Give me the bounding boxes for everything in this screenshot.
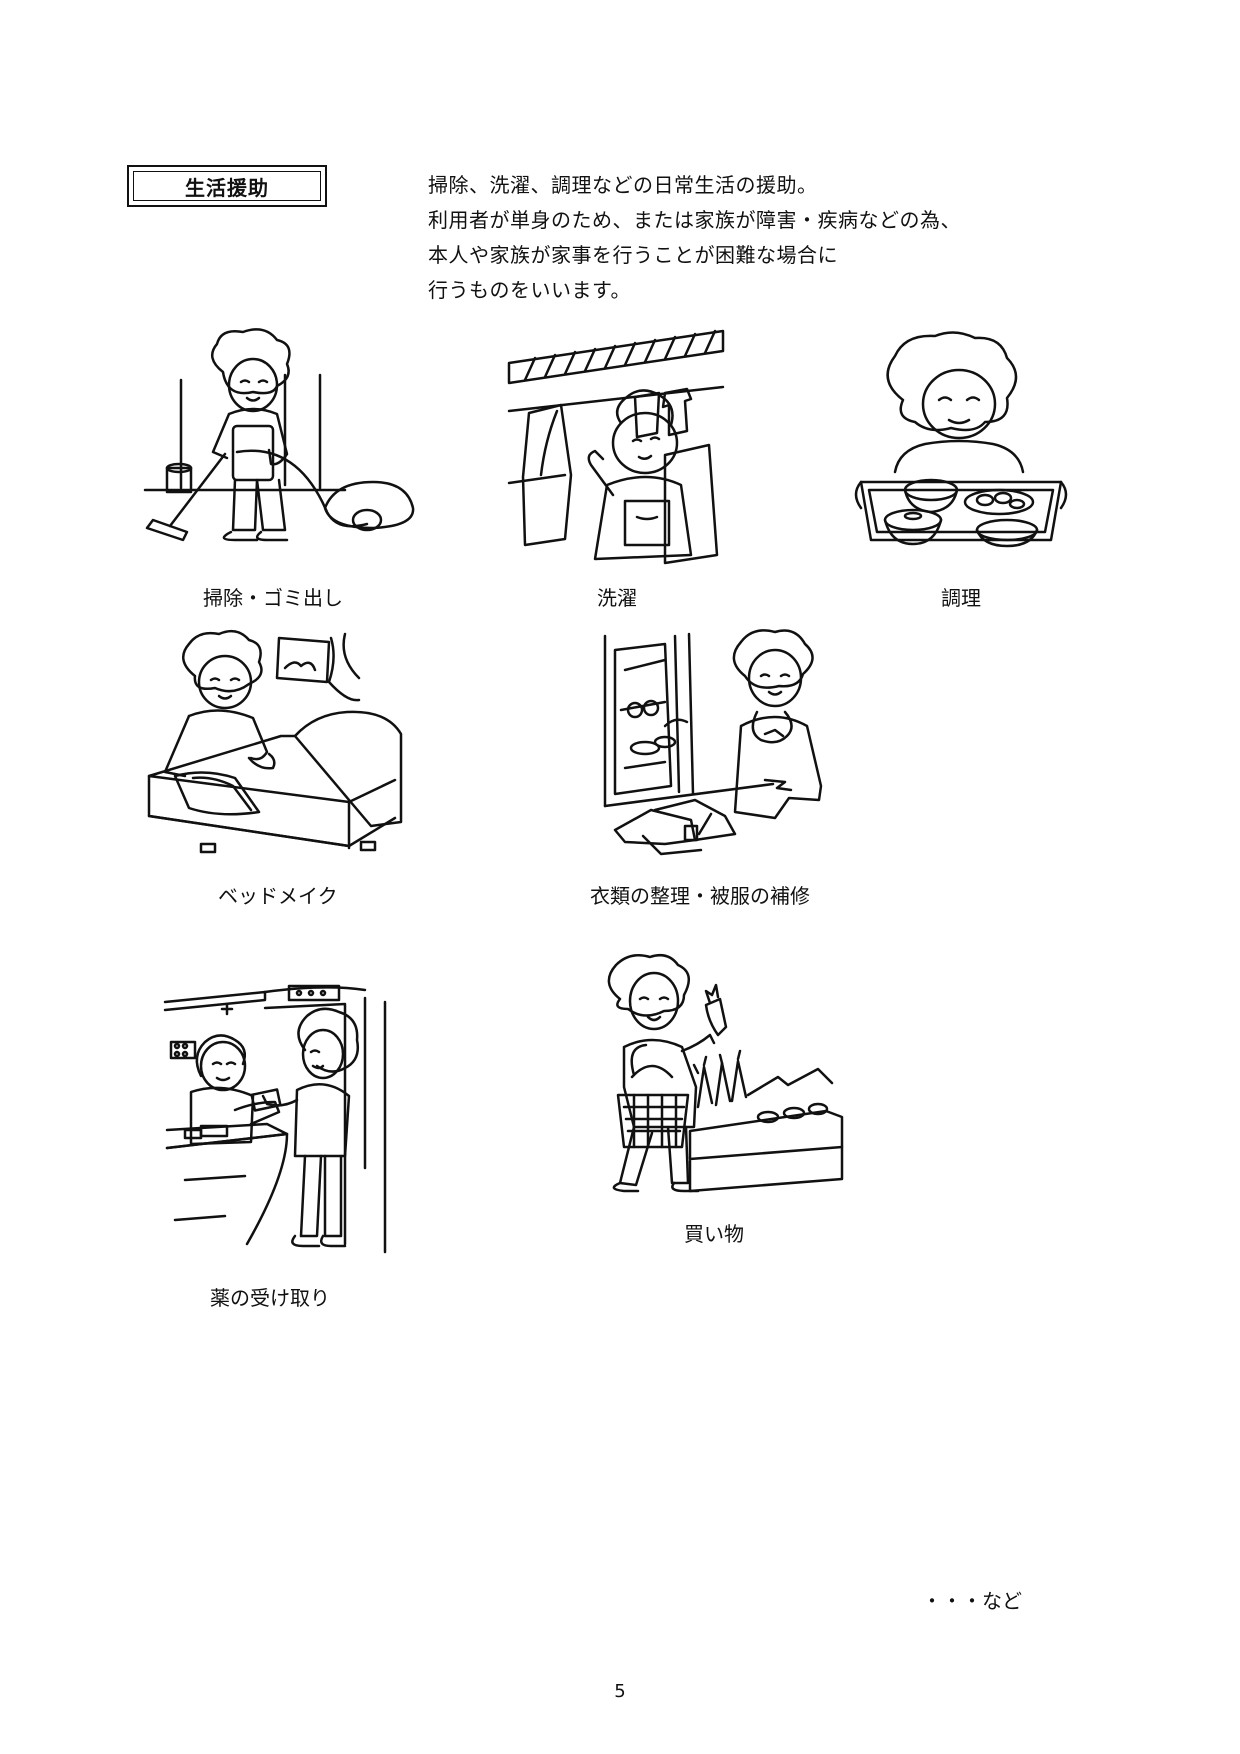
caption-bed-making: ベッドメイク xyxy=(218,884,338,908)
pharmacy-pickup-illustration xyxy=(165,980,405,1260)
caption-shopping: 買い物 xyxy=(684,1222,744,1246)
etc-note: ・・・など xyxy=(922,1589,1022,1613)
page-number: 5 xyxy=(614,1681,626,1702)
caption-clothes: 衣類の整理・被服の補修 xyxy=(590,884,810,908)
caption-cooking: 調理 xyxy=(941,586,981,610)
section-title: 生活援助 xyxy=(133,171,321,201)
intro-line: 本人や家族が家事を行うことが困難な場合に xyxy=(428,243,838,267)
intro-line: 行うものをいいます。 xyxy=(428,278,631,302)
meal-tray-illustration xyxy=(847,330,1077,560)
caption-laundry: 洗濯 xyxy=(597,586,637,610)
intro-paragraph: 掃除、洗濯、調理などの日常生活の援助。 利用者が単身のため、または家族が障害・疾… xyxy=(428,168,961,308)
caption-cleaning: 掃除・ゴミ出し xyxy=(203,586,343,610)
clothes-sorting-illustration xyxy=(595,630,840,860)
section-title-box: 生活援助 xyxy=(127,165,327,207)
intro-line: 利用者が単身のため、または家族が障害・疾病などの為、 xyxy=(428,208,961,232)
caption-medicine: 薬の受け取り xyxy=(210,1286,330,1310)
shopping-illustration xyxy=(598,955,848,1195)
vacuum-cleaning-illustration xyxy=(145,330,420,560)
intro-line: 掃除、洗濯、調理などの日常生活の援助。 xyxy=(428,173,818,197)
bed-making-illustration xyxy=(145,628,415,868)
laundry-hanging-illustration xyxy=(505,325,730,560)
